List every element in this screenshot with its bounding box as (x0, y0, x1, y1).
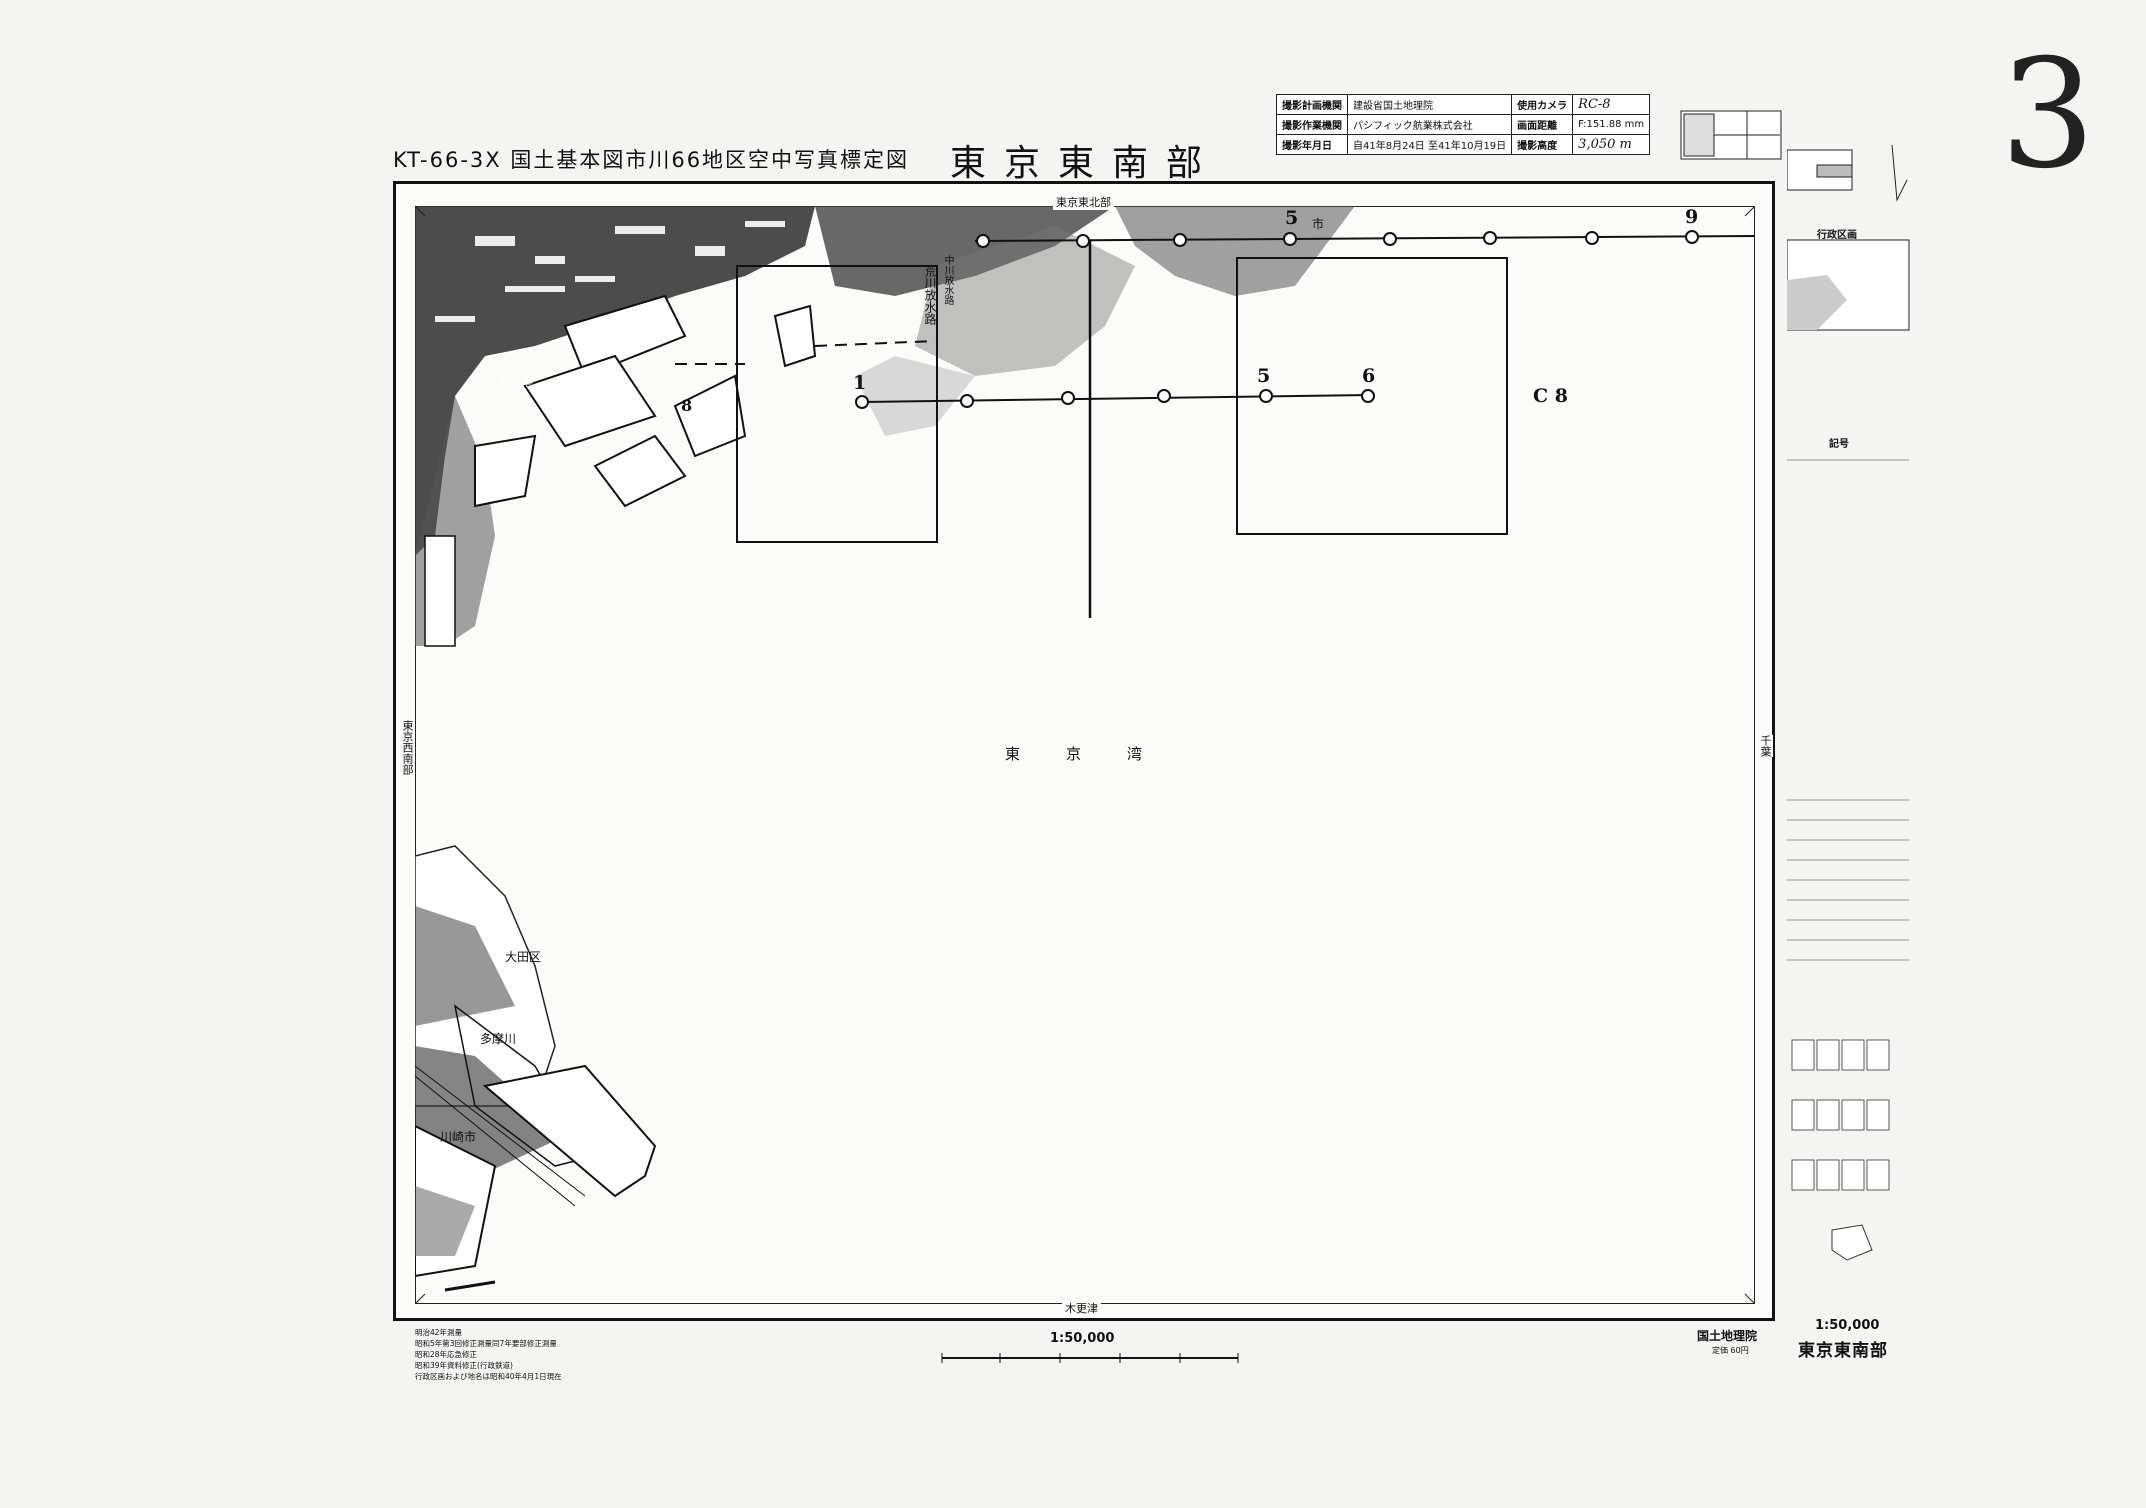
photo-number-top-left: 5 (1285, 207, 1299, 229)
legend-symbols-title: 記号 (1829, 439, 1849, 450)
photo-number-mid-6: 6 (1362, 365, 1376, 387)
tokyo-bay-label: 東京湾 (1005, 745, 1189, 763)
legend-scale: 1:50,000 (1815, 1318, 1880, 1333)
index-grid-icon (1680, 110, 1782, 160)
adjacent-sheet-south: 木更津 (1062, 1300, 1101, 1316)
op-org-value: パシフィック航業株式会社 (1346, 114, 1513, 135)
photo-number-top-right: 9 (1685, 206, 1699, 228)
plan-org-label: 撮影計画機関 (1276, 94, 1348, 115)
sheet-title: KT-66-3X 国土基本図市川66地区空中写真標定図 (393, 148, 910, 172)
altitude-value: 3,050 m (1572, 134, 1651, 155)
place-tokyo-port: 東京港 (497, 375, 534, 389)
adjacent-sheet-north: 東京東北部 (1053, 194, 1114, 210)
camera-value: RC-8 (1572, 94, 1651, 115)
legend-admin-title: 行政区画 (1817, 230, 1857, 241)
focal-value: F:151.88 mm (1572, 114, 1651, 135)
adjacent-sheet-west: 東京西南部 (399, 720, 415, 775)
price: 定価 60円 (1712, 1346, 1749, 1355)
place-arakawa-channel: 荒川放水路 (923, 265, 937, 325)
photo-number-mid-1: 1 (853, 372, 867, 394)
survey-history: 明治42年測量 昭和5年第3回修正測量同7年要部修正測量 昭和28年応急修正 昭… (415, 1328, 562, 1381)
place-tama-river: 多摩川 (480, 1032, 517, 1046)
adjacent-sheet-east: 千葉 (1757, 735, 1773, 757)
publisher: 国土地理院 (1697, 1329, 1758, 1343)
place-ota-ward: 大田区 (505, 950, 542, 964)
legend-drawing (1787, 144, 1910, 1261)
camera-label: 使用カメラ (1511, 94, 1574, 115)
place-nakagawa-channel: 中川放水路 (942, 255, 953, 305)
photo-info-table: 撮影計画機関 建設省国土地理院 使用カメラ RC-8 撮影作業機関 パシフィック… (1276, 94, 1651, 155)
photo-number-mid-5: 5 (1257, 365, 1271, 387)
focal-label: 画面距離 (1511, 114, 1574, 135)
map-name-title: 東京東南部 (950, 143, 1221, 184)
date-value: 自41年8月24日 至41年10月19日 (1346, 134, 1513, 155)
photo-number-small-8: 8 (681, 396, 693, 415)
altitude-label: 撮影高度 (1511, 134, 1574, 155)
plan-org-value: 建設省国土地理院 (1346, 94, 1513, 115)
place-ichikawa: 市 (1312, 217, 1325, 231)
map-canvas (415, 206, 1755, 1304)
legend-map-name: 東京東南部 (1798, 1341, 1888, 1361)
scale-bar (941, 1353, 1239, 1363)
course-label: C 8 (1533, 385, 1568, 407)
bottom-scale: 1:50,000 (1050, 1331, 1115, 1346)
date-label: 撮影年月日 (1276, 134, 1348, 155)
legend-panel: 行政区画 記号 (1787, 140, 1912, 1350)
place-kawasaki-city: 川崎市 (440, 1130, 477, 1144)
op-org-label: 撮影作業機関 (1276, 114, 1348, 135)
page-number: 3 (2000, 28, 2096, 202)
